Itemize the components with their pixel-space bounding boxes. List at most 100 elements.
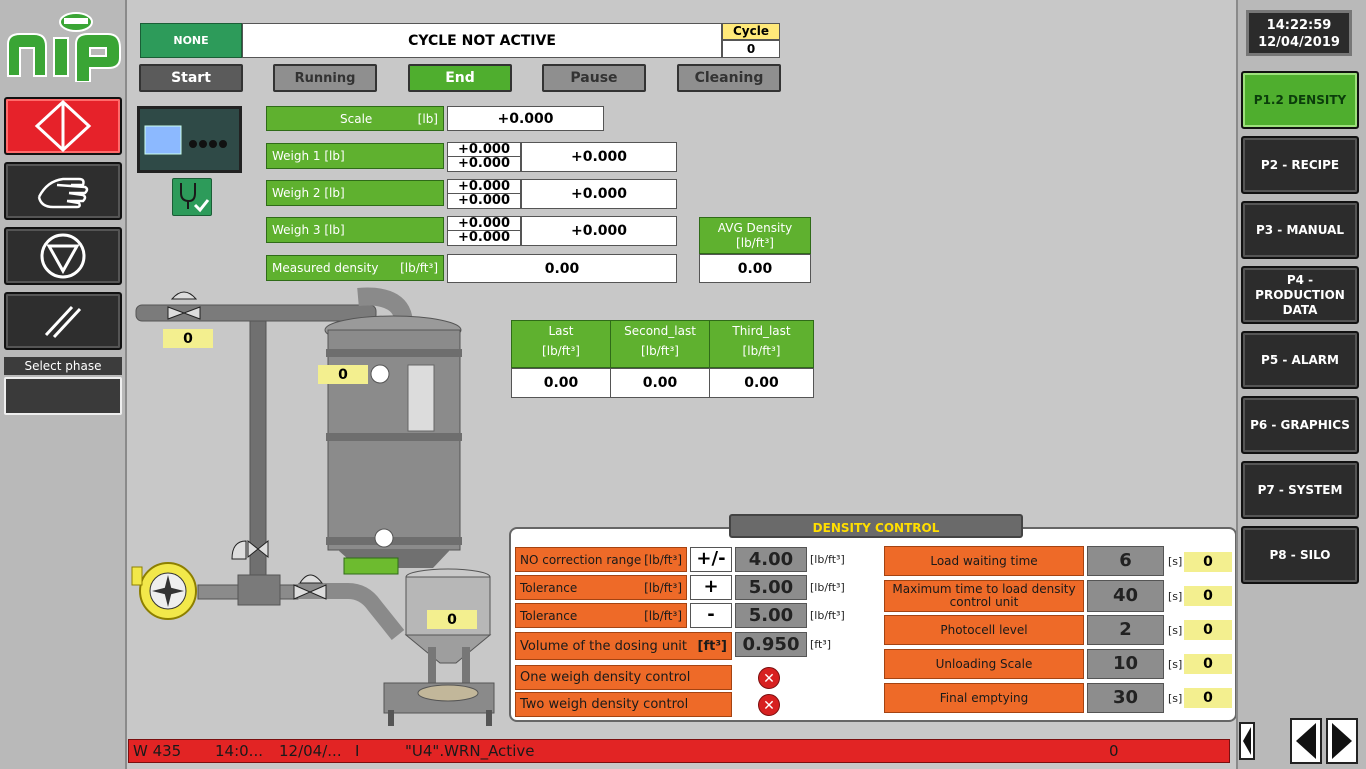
volume-text: Volume of the dosing unit bbox=[520, 638, 688, 654]
tolerance-plus-value-unit: [lb/ft³] bbox=[810, 581, 845, 594]
tolerance-minus-input[interactable]: 5.00 bbox=[735, 603, 807, 628]
second-last-header: Second_last [lb/ft³] bbox=[610, 320, 710, 368]
timer-input-load-waiting[interactable]: 6 bbox=[1087, 546, 1164, 576]
no-correction-text: NO correction range bbox=[520, 552, 642, 567]
emergency-start-button[interactable] bbox=[4, 97, 122, 155]
process-diagram bbox=[131, 287, 495, 726]
tolerance-plus-sign: + bbox=[690, 575, 732, 600]
circle-triangle-down-icon bbox=[40, 233, 86, 279]
timer-label-final-emptying: Final emptying bbox=[884, 683, 1084, 713]
timer-label-photocell: Photocell level bbox=[884, 615, 1084, 645]
avg-density-unit: [lb/ft³] bbox=[736, 236, 774, 250]
no-correction-label: NO correction range [lb/ft³] bbox=[515, 547, 687, 572]
scale-label: Scale [lb] bbox=[266, 106, 444, 131]
measured-density-text: Measured density bbox=[272, 261, 379, 275]
nav-p1-density[interactable]: P1.2 DENSITY bbox=[1241, 71, 1359, 129]
no-correction-sign: +/- bbox=[690, 547, 732, 572]
one-weigh-toggle-icon[interactable]: ✕ bbox=[758, 667, 780, 689]
timer-unit-load-waiting: [s] bbox=[1168, 555, 1183, 568]
collapse-button[interactable] bbox=[1239, 722, 1255, 760]
weigh2-split: +0.000 +0.000 bbox=[447, 179, 521, 209]
timer-actual-load-waiting: 0 bbox=[1184, 552, 1232, 572]
weigh1-a: +0.000 bbox=[448, 143, 520, 157]
hopper-low-sensor-icon bbox=[374, 528, 394, 548]
alarm-message: "U4".WRN_Active bbox=[405, 742, 535, 760]
alarm-status-bar[interactable]: W 435 14:0... 12/04/... I "U4".WRN_Activ… bbox=[128, 739, 1230, 763]
small-left-arrow-icon bbox=[1243, 727, 1251, 755]
one-weigh-label: One weigh density control bbox=[515, 665, 732, 690]
timer-input-max-load[interactable]: 40 bbox=[1087, 580, 1164, 612]
alarm-count: 0 bbox=[1109, 742, 1119, 760]
timer-actual-max-load: 0 bbox=[1184, 586, 1232, 606]
diamond-arrow-icon bbox=[34, 100, 92, 152]
second-last-label: Second_last bbox=[624, 324, 696, 338]
weigh1-split: +0.000 +0.000 bbox=[447, 142, 521, 172]
two-weigh-toggle-icon[interactable]: ✕ bbox=[758, 694, 780, 716]
timer-input-unloading[interactable]: 10 bbox=[1087, 649, 1164, 679]
scale-badge: 0 bbox=[427, 610, 477, 629]
third-last-unit: [lb/ft³] bbox=[742, 344, 781, 358]
alarm-code: W 435 bbox=[133, 742, 182, 760]
two-weigh-label: Two weigh density control bbox=[515, 692, 732, 717]
weigh1-b: +0.000 bbox=[457, 156, 510, 171]
hopper-badge: 0 bbox=[318, 365, 368, 384]
scale-label-text: Scale bbox=[340, 111, 373, 126]
next-page-button[interactable] bbox=[1326, 718, 1358, 764]
weigh3-split: +0.000 +0.000 bbox=[447, 216, 521, 246]
timer-input-photocell[interactable]: 2 bbox=[1087, 615, 1164, 645]
prev-page-button[interactable] bbox=[1290, 718, 1322, 764]
tolerance-plus-input[interactable]: 5.00 bbox=[735, 575, 807, 600]
right-arrow-icon bbox=[1332, 723, 1352, 759]
last-header: Last [lb/ft³] bbox=[511, 320, 611, 368]
tolerance-minus-label: Tolerance [lb/ft³] bbox=[515, 603, 687, 628]
second-last-unit: [lb/ft³] bbox=[641, 344, 679, 358]
timer-unit-final-emptying: [s] bbox=[1168, 692, 1183, 705]
third-last-header: Third_last [lb/ft³] bbox=[709, 320, 814, 368]
scale-controller-image[interactable] bbox=[137, 106, 242, 173]
tolerance-minus-unit: [lb/ft³] bbox=[644, 608, 682, 623]
timer-actual-photocell: 0 bbox=[1184, 620, 1232, 640]
volume-input[interactable]: 0.950 bbox=[735, 632, 807, 657]
weigh3-label: Weigh 3 [lb] bbox=[266, 217, 444, 243]
clock: 14:22:59 12/04/2019 bbox=[1246, 10, 1352, 56]
nav-p3-manual[interactable]: P3 - MANUAL bbox=[1241, 201, 1359, 259]
weigh3-b: +0.000 bbox=[457, 230, 510, 245]
select-phase-box[interactable] bbox=[4, 377, 122, 415]
timer-input-final-emptying[interactable]: 30 bbox=[1087, 683, 1164, 713]
timer-actual-unloading: 0 bbox=[1184, 654, 1232, 674]
start-button[interactable]: Start bbox=[139, 64, 243, 92]
nav-p5-alarm[interactable]: P5 - ALARM bbox=[1241, 331, 1359, 389]
diagnostic-button[interactable] bbox=[172, 178, 212, 216]
stop-cycle-button[interactable] bbox=[4, 227, 122, 285]
weigh1-label: Weigh 1 [lb] bbox=[266, 143, 444, 169]
density-control-title: DENSITY CONTROL bbox=[729, 514, 1023, 538]
no-correction-unit: [lb/ft³] bbox=[644, 552, 682, 567]
nav-p2-recipe[interactable]: P2 - RECIPE bbox=[1241, 136, 1359, 194]
cycle-status: CYCLE NOT ACTIVE bbox=[242, 23, 722, 58]
tolerance-plus-unit: [lb/ft³] bbox=[644, 580, 682, 595]
tolerance-plus-label: Tolerance [lb/ft³] bbox=[515, 575, 687, 600]
weigh3-a: +0.000 bbox=[448, 217, 520, 231]
no-correction-input[interactable]: 4.00 bbox=[735, 547, 807, 572]
volume-unit: [ft³] bbox=[697, 638, 727, 654]
manual-mode-button[interactable] bbox=[4, 162, 122, 220]
nav-p6-graphics[interactable]: P6 - GRAPHICS bbox=[1241, 396, 1359, 454]
reset-button[interactable] bbox=[4, 292, 122, 350]
top-valve-badge: 0 bbox=[163, 329, 213, 348]
volume-value-unit: [ft³] bbox=[810, 638, 831, 651]
nav-p4-production-data[interactable]: P4 - PRODUCTION DATA bbox=[1241, 266, 1359, 324]
nav-p7-system[interactable]: P7 - SYSTEM bbox=[1241, 461, 1359, 519]
pause-button[interactable]: Pause bbox=[542, 64, 646, 92]
cleaning-button[interactable]: Cleaning bbox=[677, 64, 781, 92]
timer-unit-max-load: [s] bbox=[1168, 590, 1183, 603]
hand-icon bbox=[37, 177, 89, 209]
running-button[interactable]: Running bbox=[273, 64, 377, 92]
timer-unit-unloading: [s] bbox=[1168, 658, 1183, 671]
last-value: 0.00 bbox=[511, 368, 611, 398]
volume-label: Volume of the dosing unit [ft³] bbox=[515, 632, 732, 660]
tolerance-minus-sign: - bbox=[690, 603, 732, 628]
clock-date: 12/04/2019 bbox=[1258, 35, 1340, 50]
end-button[interactable]: End bbox=[408, 64, 512, 92]
timer-label-load-waiting: Load waiting time bbox=[884, 546, 1084, 576]
nav-p8-silo[interactable]: P8 - SILO bbox=[1241, 526, 1359, 584]
